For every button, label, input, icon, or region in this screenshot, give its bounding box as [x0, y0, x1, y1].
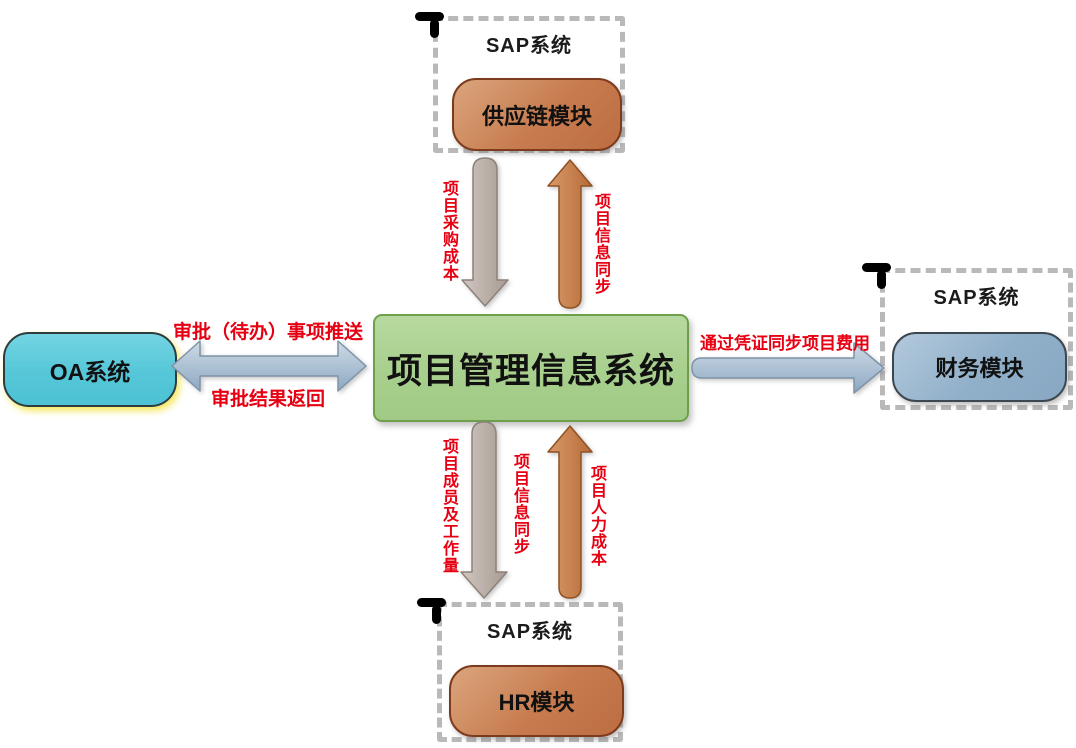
arrow-labor-cost-up [547, 425, 593, 599]
finance-module: 财务模块 [892, 332, 1067, 402]
bottom-sap-container: SAP系统 HR模块 [437, 602, 624, 742]
flow-label-labor-cost: 项目人力成本 [588, 465, 605, 567]
top-sap-container: SAP系统 供应链模块 [433, 16, 625, 153]
arrow-procurement-cost-down [461, 157, 509, 307]
oa-system-label: OA系统 [49, 358, 131, 385]
flow-label-approval-push: 审批（待办）事项推送 [172, 322, 363, 343]
arrow-oa-bidirectional [171, 340, 367, 392]
arrow-info-sync-up [547, 159, 593, 309]
flow-label-voucher-sync: 通过凭证同步项目费用 [700, 334, 870, 353]
corner-mark-icon [415, 12, 445, 54]
flow-label-procurement-cost: 项目采购成本 [440, 180, 457, 282]
corner-mark-icon [417, 598, 447, 640]
arrow-voucher-sync-right [691, 342, 885, 394]
flow-label-approval-return: 审批结果返回 [210, 389, 325, 410]
hr-module-label: HR模块 [498, 690, 575, 715]
hr-module: HR模块 [449, 665, 624, 737]
right-sap-title: SAP系统 [933, 287, 1020, 309]
flow-label-info-sync-top: 项目信息同步 [592, 193, 609, 295]
project-management-system-label: 项目管理信息系统 [386, 351, 675, 391]
corner-mark-icon [862, 263, 892, 305]
top-sap-title: SAP系统 [485, 35, 573, 57]
right-sap-container: SAP系统 财务模块 [880, 268, 1073, 410]
project-management-system: 项目管理信息系统 [373, 314, 689, 422]
supply-chain-module: 供应链模块 [452, 78, 622, 151]
flow-label-members-workload: 项目成员及工作量 [440, 438, 457, 574]
flow-label-info-sync-bottom: 项目信息同步 [511, 453, 528, 555]
arrow-members-workload-down [460, 421, 508, 599]
finance-module-label: 财务模块 [935, 356, 1024, 381]
supply-chain-module-label: 供应链模块 [481, 103, 592, 129]
bottom-sap-title: SAP系统 [486, 621, 574, 643]
oa-system: OA系统 [3, 332, 177, 407]
